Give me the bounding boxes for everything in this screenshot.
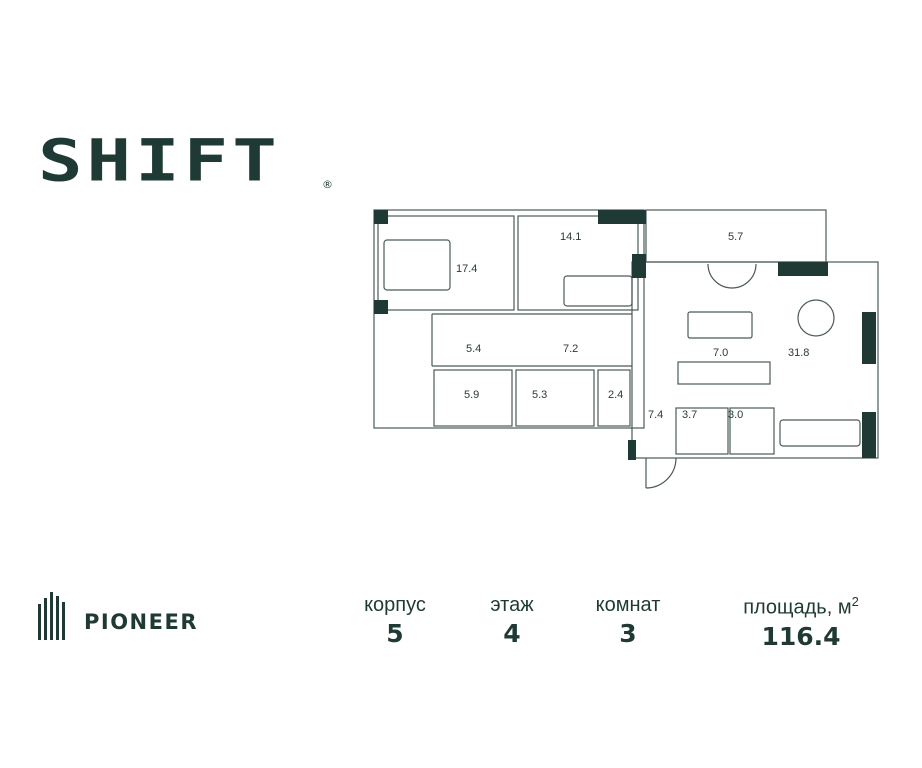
storage-1-outline — [675, 407, 729, 455]
room-area-bedroom-1: 17.4 — [456, 263, 477, 275]
room-area-storage-2: 3.0 — [728, 409, 743, 421]
area-info: площадь, м2 116.4 — [726, 594, 876, 651]
room-area-bedroom-2: 14.1 — [560, 231, 581, 243]
plan-walls — [373, 209, 879, 489]
room-area-living-room: 31.8 — [788, 347, 809, 359]
room-area-hall: 7.2 — [563, 343, 578, 355]
building-value: 5 — [386, 619, 404, 648]
room-area-bathroom-2: 5.3 — [532, 389, 547, 401]
area-label: площадь, м2 — [743, 594, 859, 619]
round-table — [797, 299, 835, 337]
bed-1 — [383, 239, 451, 291]
room-area-bathroom-1: 5.9 — [464, 389, 479, 401]
pioneer-logo-icon — [38, 592, 65, 640]
building-info: корпус 5 — [350, 594, 440, 648]
room-area-wc: 2.4 — [608, 389, 623, 401]
rooms-label: комнат — [595, 594, 661, 616]
area-value: 116.4 — [761, 621, 841, 651]
left-block-outline — [373, 209, 645, 429]
room-area-kitchen: 7.0 — [713, 347, 728, 359]
room-area-wardrobe-1: 5.4 — [466, 343, 481, 355]
room-area-entrance: 7.4 — [648, 409, 663, 421]
rooms-info: комнат 3 — [580, 594, 676, 648]
dining-table — [687, 311, 753, 339]
area-unit-power: 2 — [851, 594, 859, 609]
bed-2 — [563, 275, 633, 307]
wc-outline — [597, 369, 631, 427]
sofa — [779, 419, 861, 447]
storage-2-outline — [729, 407, 775, 455]
room-area-storage-1: 3.7 — [682, 409, 697, 421]
brand-logo: SHIFT — [38, 127, 281, 195]
bedroom-1-outline — [377, 215, 515, 311]
room-area-balcony: 5.7 — [728, 231, 743, 243]
rooms-value: 3 — [619, 619, 637, 648]
plan-wall-blocks — [374, 210, 876, 460]
floor-info: этаж 4 — [472, 594, 552, 648]
floor-label: этаж — [490, 594, 534, 616]
developer-name: PIONEER — [84, 610, 198, 634]
building-label: корпус — [364, 594, 426, 616]
balcony-outline — [645, 209, 827, 263]
bathroom-1-outline — [433, 369, 513, 427]
right-block-outline — [631, 261, 879, 459]
kitchen-counter — [677, 361, 771, 385]
registered-mark: ® — [322, 178, 333, 191]
bathroom-2-outline — [515, 369, 595, 427]
floor-value: 4 — [503, 619, 521, 648]
